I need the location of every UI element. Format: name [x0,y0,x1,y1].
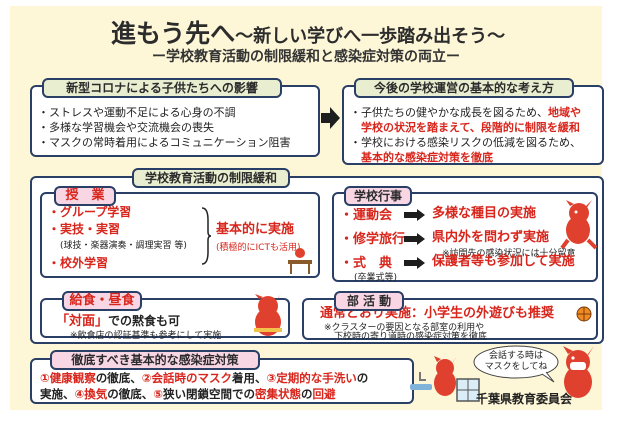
impact-list: ストレスや運動不足による心身の不調 多様な学習機会や交流機会の喪失 マスクの常時… [38,105,290,150]
page-title: 進もう先へ〜新しい学びへ一歩踏み出そう〜 [28,14,588,50]
window-icon [456,378,480,402]
impact-heading: 新型コロナによる子供たちへの影響 [42,78,282,98]
lunch-note: ※飲食店の認証基準も参考にして実施 [70,331,222,341]
mascot-icon [254,294,282,336]
classes-item: ・グループ学習 [48,205,132,219]
title-sub: 〜新しい学びへ一歩踏み出そう〜 [235,26,506,47]
policy-item-1-cont: 学校の状況を踏まえて、段階的に制限を緩和 [361,121,580,134]
poster: 進もう先へ〜新しい学びへ一歩踏み出そう〜 ー学校教育活動の制限緩和と感染症対策の… [10,6,604,410]
classes-item: ・校外学習 [48,256,109,270]
mascot-icon [434,356,457,396]
event-result: 多様な種目の実施 [432,206,537,221]
measures-line-2: 実施、④換気の徹底、⑤狭い閉鎖空間での密集状態の回避 [40,387,336,401]
impact-item: ストレスや運動不足による心身の不調 [38,105,290,120]
classes-result: 基本的に実施 (積極的にICTも活用) [216,220,300,253]
lunch-text: 「対面」での黙食も可 [56,310,180,332]
measures-heading: 徹底すべき基本的な感染症対策 [50,350,260,370]
policy-item-1: ・子供たちの健やかな成長を図るため、地域や [350,106,581,119]
events-row: ・運動会 [340,204,392,226]
policy-item-2: ・学校における感染リスクの低減を図るため、 [350,136,581,149]
lunch-rest: での黙食も可 [108,314,181,328]
policy-heading: 今後の学校運営の基本的な考え方 [354,78,574,98]
event-result: 保護者等も参加して実施 [432,254,575,269]
impact-item: 多様な学習機会や交流機会の喪失 [38,120,290,135]
speech-bubble-text: 会話する時は マスクをしてね [482,351,550,373]
right-arrow-icon [404,257,425,269]
classes-item: ・実技・実習 [48,222,121,236]
clubs-note-2: 下校時の寄り道時の感染症対策を徹底 [334,332,488,342]
classes-result-note: (積極的にICTも活用) [216,243,301,253]
page-subtitle: ー学校教育活動の制限緩和と感染症対策の両立ー [152,49,460,65]
right-arrow-icon [404,233,425,245]
clubs-note-1: ※クラスターの要因となる部室の利用や [324,323,485,333]
event-label: ・式 典 [340,256,393,271]
events-heading: 学校行事 [344,186,412,206]
classes-result-text: 基本的に実施 [216,222,295,237]
lunch-heading: 給食・昼食 [62,291,142,311]
ball-icon [576,306,592,322]
event-result: 県内外を問わず実施 [432,230,550,245]
right-arrow-icon [321,107,340,129]
impact-item: マスクの常時着用によるコミュニケーション阻害 [38,135,290,150]
desk-icon [288,248,312,274]
right-arrow-icon [404,209,425,221]
speech-bubble [473,345,559,383]
event-label: ・修学旅行 [340,232,406,247]
relaxation-heading: 学校教育活動の制限緩和 [132,168,290,188]
classes-panel: ・グループ学習 ・実技・実習 (球技・楽器演奏・調理実習 等) ・校外学習 基本… [40,192,320,278]
event-note: ※訪問先の感染状況には十分留意 [442,249,576,259]
brace-icon [201,207,212,265]
ceremony-note: (卒業式等) [354,273,398,283]
events-panel: ・運動会 ・修学旅行 ・式 典 (卒業式等) 多様な種目の実施 県内外を問わず実… [332,192,598,283]
signature: 千葉県教育委員会 [476,392,573,406]
classes-list: ・グループ学習 ・実技・実習 (球技・楽器演奏・調理実習 等) ・校外学習 [48,204,187,272]
classes-note: (球技・楽器演奏・調理実習 等) [60,241,187,251]
lunch-panel: 「対面」での黙食も可 ※飲食店の認証基準も参考にして実施 [40,298,290,341]
lunch-emph: 「対面」 [56,314,109,329]
sink-icon [410,372,432,390]
events-row: ・式 典 (卒業式等) [340,252,397,283]
classes-heading: 授 業 [54,186,116,206]
mascot-icon [563,346,594,398]
bubble-line-1: 会話する時は [488,351,543,361]
title-main: 進もう先へ [110,19,236,48]
measures-line-1: ①健康観察の徹底、②会話時のマスク着用、③定期的な手洗いの [40,371,369,385]
clubs-heading: 部 活 動 [334,291,404,311]
events-row: ・修学旅行 [340,228,405,250]
event-label: ・運動会 [340,208,393,223]
policy-text: ・子供たちの健やかな成長を図るため、地域や 学校の状況を踏まえて、段階的に制限を… [350,105,581,165]
bubble-line-2: マスクをしてね [484,362,548,372]
policy-item-2-cont: 基本的な感染症対策を徹底 [361,151,493,164]
clubs-panel: 通常どおり実施：小学生の外遊びも推奨 ※クラスターの要因となる部室の利用や 下校… [302,298,598,342]
mascot-icon [560,200,598,250]
